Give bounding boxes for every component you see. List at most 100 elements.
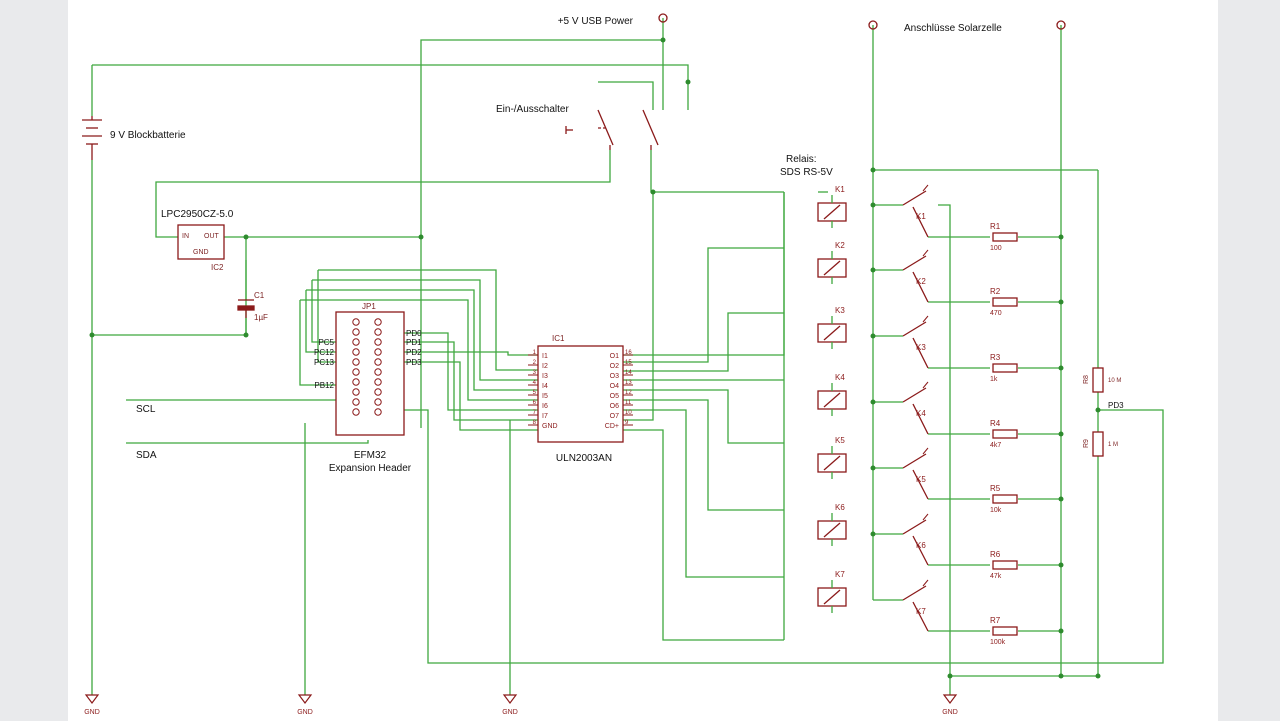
driver-pin-number: 10 (625, 410, 632, 416)
regulator-name: LPC2950CZ-5.0 (161, 209, 234, 220)
resistor-value: 10k (990, 507, 1002, 514)
relay-coil-label: K7 (835, 570, 845, 579)
resistor-ref: R3 (990, 353, 1001, 362)
r8-ref: R8 (1083, 375, 1090, 384)
relay-coil-diagonal (823, 325, 841, 341)
resistor-ref: R4 (990, 419, 1001, 428)
driver-pin-number: 11 (625, 400, 632, 406)
relay-coil-diagonal (823, 392, 841, 408)
header-right-pin-label: PD3 (406, 358, 422, 367)
header-left-pin-label: PC5 (318, 338, 334, 347)
header-pin (374, 358, 382, 366)
driver-in-label: I4 (542, 383, 548, 390)
reg-in-pin: IN (182, 233, 189, 240)
relay-contact-label: K6 (916, 541, 926, 550)
relay-coil-diagonal (823, 455, 841, 471)
resistor-ref: R6 (990, 550, 1001, 559)
header-pin (374, 348, 382, 356)
header-pin (374, 318, 382, 326)
symbols (82, 13, 1104, 457)
relay-coil-label: K1 (835, 185, 845, 194)
driver-pin-number: 3 (533, 370, 537, 376)
resistor-ref: R7 (990, 616, 1001, 625)
usb-power-terminal (658, 13, 668, 23)
driver-out-label: O1 (610, 353, 619, 360)
header-left-pin-label: PC12 (314, 348, 335, 357)
relay-contact (902, 453, 927, 469)
header-pin (352, 338, 360, 346)
reg-out-pin: OUT (204, 233, 220, 240)
relay-contact-lower (912, 535, 929, 566)
reg-gnd-pin: GND (193, 249, 209, 256)
resistor-value: 1k (990, 376, 998, 383)
capacitor-symbol (237, 299, 255, 318)
scl-label: SCL (136, 404, 156, 415)
battery-label: 9 V Blockbatterie (110, 130, 186, 141)
relay-contact-lower (912, 271, 929, 303)
header-pin (352, 408, 360, 416)
driver-pin-number: 12 (625, 390, 632, 396)
relay-contact-label: K4 (916, 409, 926, 418)
ground-symbol (502, 694, 518, 704)
driver-pin-number: 13 (625, 380, 632, 386)
resistor-body (992, 626, 1018, 636)
driver-out-label: O4 (610, 383, 619, 390)
solar-title: Anschlüsse Solarzelle (904, 23, 1002, 34)
resistor-body (992, 429, 1018, 439)
relay-contact-label: K7 (916, 607, 926, 616)
r9-value: 1 M (1108, 442, 1118, 448)
regulator-ref: IC2 (211, 263, 224, 272)
usb-power-label: +5 V USB Power (558, 16, 634, 27)
header-box (335, 311, 405, 436)
relay-coil-label: K5 (835, 436, 845, 445)
relay-contact-label: K2 (916, 277, 926, 286)
header-pin (352, 378, 360, 386)
relay-model: SDS RS-5V (780, 167, 833, 178)
resistor-ref: R2 (990, 287, 1001, 296)
driver-pin-number: 1 (533, 350, 537, 356)
header-right-pin-label: PD1 (406, 338, 422, 347)
relay-contact-top (922, 249, 929, 257)
relay-contact-top (922, 315, 929, 323)
sda-label: SDA (136, 450, 157, 461)
relay-contact-lower (912, 206, 929, 238)
driver-out-label: O6 (610, 403, 619, 410)
ground-label: GND (502, 709, 518, 716)
header-pin (352, 318, 360, 326)
driver-pin-number: 8 (533, 420, 537, 426)
relay-contact-top (922, 381, 929, 389)
relay-contact-label: K3 (916, 343, 926, 352)
header-pin (374, 408, 382, 416)
relay-title: Relais: (786, 154, 817, 165)
driver-in-label: I6 (542, 403, 548, 410)
header-pin (352, 368, 360, 376)
r9-ref: R9 (1083, 439, 1090, 448)
driver-pin-number: 15 (625, 360, 632, 366)
relay-contact-lower (912, 601, 929, 632)
ground-symbol (84, 694, 100, 704)
resistor-value: 470 (990, 310, 1002, 317)
header-pin (352, 398, 360, 406)
driver-pin-number: 9 (625, 420, 629, 426)
relay-contact-label: K5 (916, 475, 926, 484)
header-name: EFM32 (354, 450, 387, 461)
pd3-net-label: PD3 (1108, 401, 1124, 410)
header-pin (352, 348, 360, 356)
relay-contact (902, 321, 927, 337)
relay-contact-top (922, 447, 929, 455)
header-pin (352, 358, 360, 366)
cap-ref: C1 (254, 291, 265, 300)
relay-coil-diagonal (823, 260, 841, 276)
relay-coil-label: K6 (835, 503, 845, 512)
relay-contact-lower (912, 403, 929, 435)
resistor-value: 100k (990, 639, 1006, 646)
header-left-pin-label: PC13 (314, 358, 335, 367)
header-pin (352, 328, 360, 336)
driver-in-label: I5 (542, 393, 548, 400)
driver-pin-number: 6 (533, 400, 537, 406)
header-pin (374, 338, 382, 346)
resistor-body (992, 560, 1018, 570)
relay-contact-lower (912, 469, 929, 500)
